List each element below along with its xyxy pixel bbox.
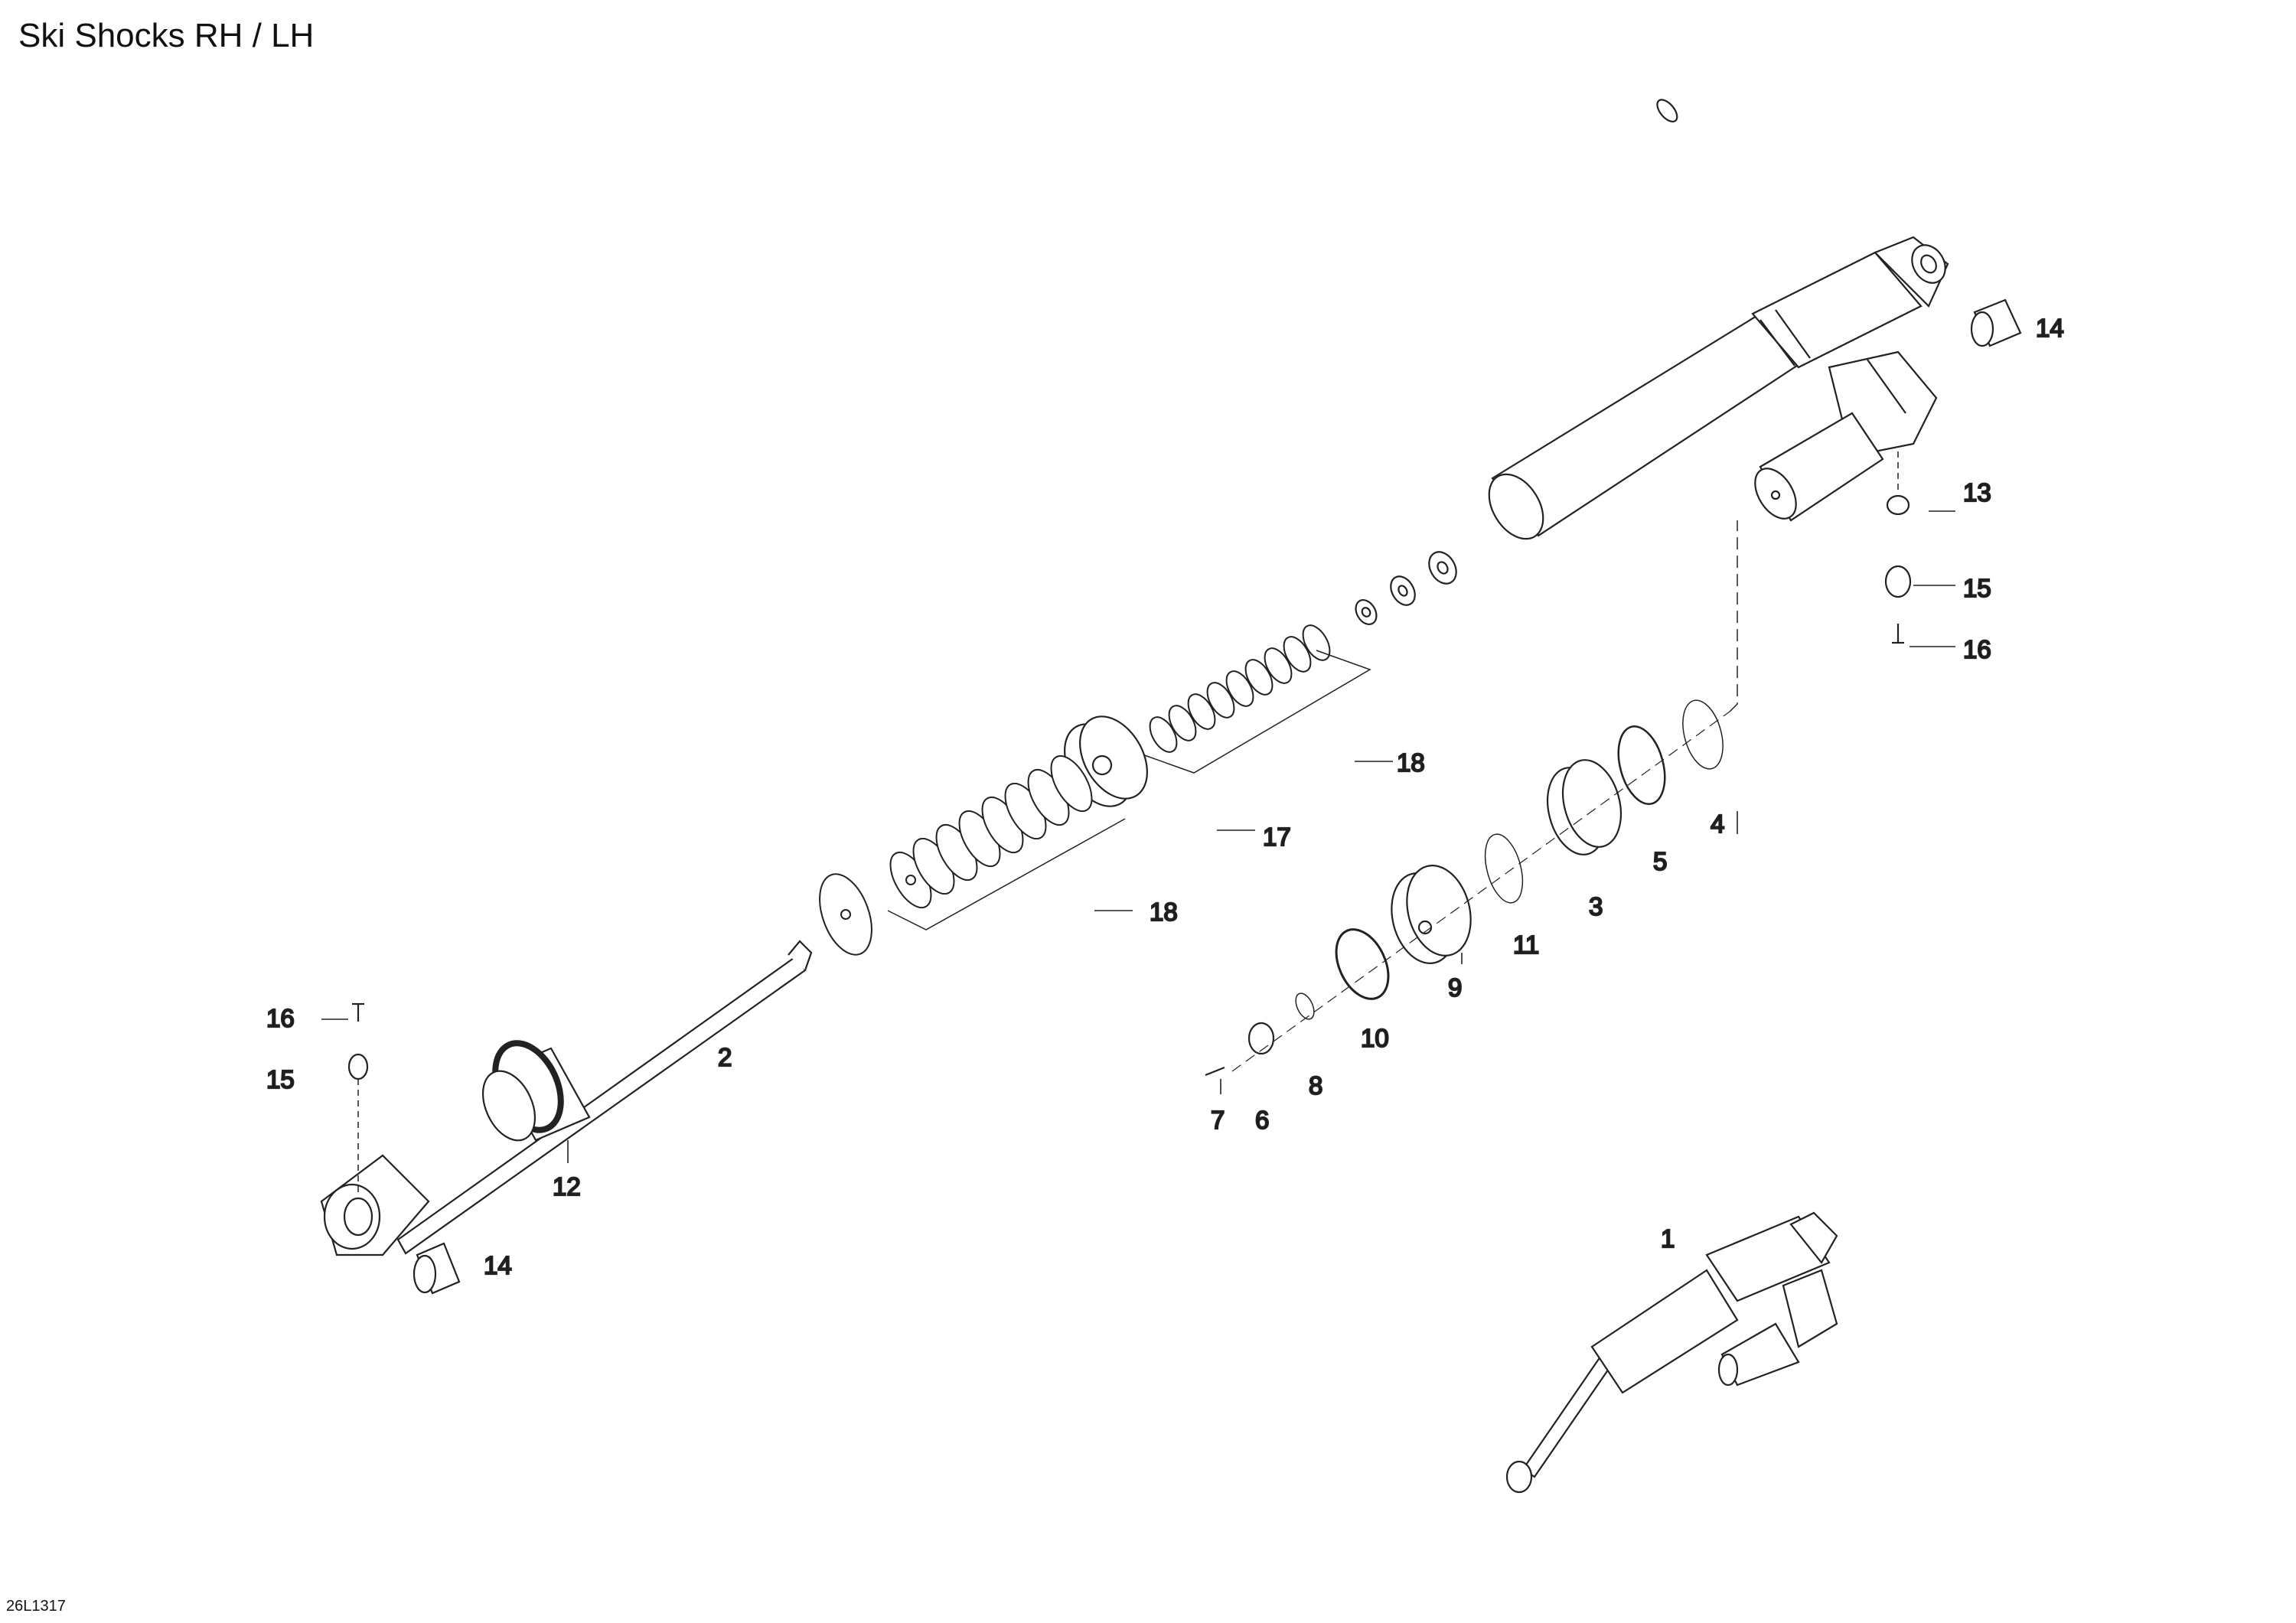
page-title: Ski Shocks RH / LH <box>18 17 315 54</box>
shim-stack-lower[interactable] <box>810 749 1126 962</box>
bushing-bottom[interactable] <box>413 1242 461 1295</box>
callout-15-left: 15 <box>266 1065 295 1093</box>
callout-1: 1 <box>1661 1224 1675 1253</box>
callout-11: 11 <box>1513 930 1539 959</box>
callout-9: 9 <box>1448 973 1462 1002</box>
callout-10: 10 <box>1361 1024 1389 1052</box>
callout-7: 7 <box>1211 1106 1225 1134</box>
valve-assembly[interactable] <box>1205 520 1738 1077</box>
callout-14-bottom: 14 <box>484 1251 512 1279</box>
callout-6: 6 <box>1255 1106 1269 1134</box>
callout-17: 17 <box>1263 823 1291 851</box>
callout-12: 12 <box>553 1172 581 1201</box>
callout-3: 3 <box>1589 892 1603 921</box>
callout-numbers: 1 2 3 4 5 6 7 8 9 10 11 12 13 14 14 15 1… <box>266 313 2065 1280</box>
assembled-shock[interactable] <box>1505 1211 1838 1494</box>
shim-stack-upper[interactable] <box>1140 621 1371 774</box>
callout-18-upper: 18 <box>1397 748 1425 777</box>
bushing-top[interactable] <box>1970 298 2022 347</box>
nut-stack[interactable] <box>1352 547 1462 628</box>
nut-screw-left[interactable] <box>347 1002 369 1194</box>
callout-5: 5 <box>1653 847 1667 875</box>
callout-4: 4 <box>1711 810 1724 838</box>
callout-14-top: 14 <box>2036 314 2064 342</box>
callout-15-right: 15 <box>1963 574 1991 602</box>
shaft[interactable] <box>320 940 813 1256</box>
callout-13: 13 <box>1963 478 1991 507</box>
callout-16-right: 16 <box>1963 635 1991 663</box>
drawing-code: 26L1317 <box>6 1598 66 1615</box>
callout-2: 2 <box>718 1043 732 1071</box>
callout-16-left: 16 <box>266 1004 295 1032</box>
callout-18-lower: 18 <box>1150 898 1178 926</box>
leader-lines <box>321 510 1955 1163</box>
callout-8: 8 <box>1309 1071 1322 1100</box>
nut-screw-right[interactable] <box>1884 451 1912 644</box>
shock-body[interactable] <box>1478 96 1952 549</box>
